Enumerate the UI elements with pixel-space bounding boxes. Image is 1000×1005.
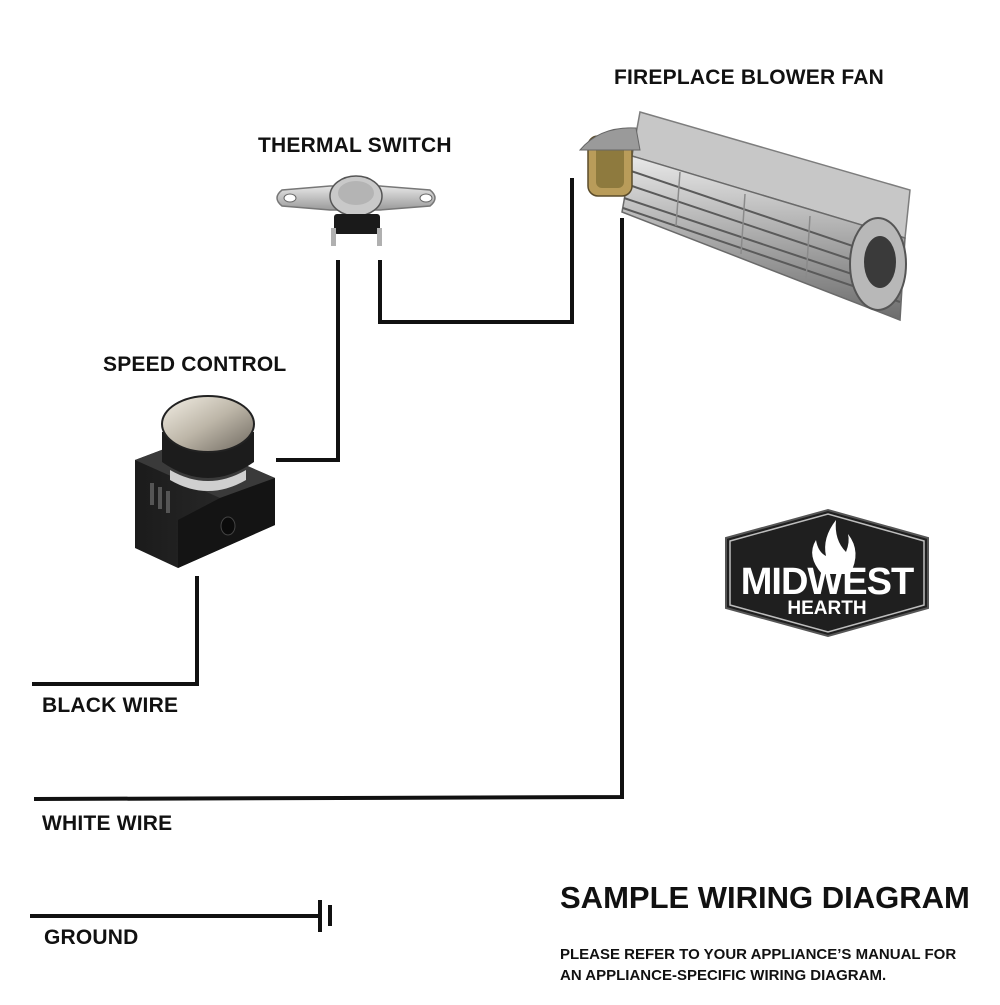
speed-control-label: SPEED CONTROL	[103, 353, 287, 376]
speed-to-thermal-wire	[276, 260, 340, 462]
manual-note-line1: PLEASE REFER TO YOUR APPLIANCE’S MANUAL …	[560, 946, 957, 963]
thermal-to-fan-wire	[378, 178, 574, 324]
diagram-title: SAMPLE WIRING DIAGRAM	[560, 880, 970, 915]
logo-line1: MIDWEST	[741, 561, 914, 603]
blower-fan-image	[578, 111, 911, 322]
manual-note: PLEASE REFER TO YOUR APPLIANCE’S MANUAL …	[560, 944, 956, 986]
blower-fan-label: FIREPLACE BLOWER FAN	[614, 66, 884, 89]
manual-note-line2: AN APPLIANCE-SPECIFIC WIRING DIAGRAM.	[560, 967, 887, 984]
thermal-switch-image	[276, 175, 436, 246]
thermal-switch-label: THERMAL SWITCH	[258, 134, 452, 157]
midwest-hearth-logo: MIDWEST HEARTH	[725, 508, 929, 638]
black-wire-label: BLACK WIRE	[42, 694, 179, 717]
white-wire-label: WHITE WIRE	[42, 812, 173, 835]
flame-icon	[812, 520, 856, 574]
logo-line2: HEARTH	[787, 598, 866, 619]
white-wire-line	[33, 218, 624, 802]
wire-paths	[30, 178, 624, 932]
speed-control-image	[135, 395, 275, 568]
ground-label: GROUND	[44, 926, 139, 949]
black-wire-line	[32, 576, 199, 686]
